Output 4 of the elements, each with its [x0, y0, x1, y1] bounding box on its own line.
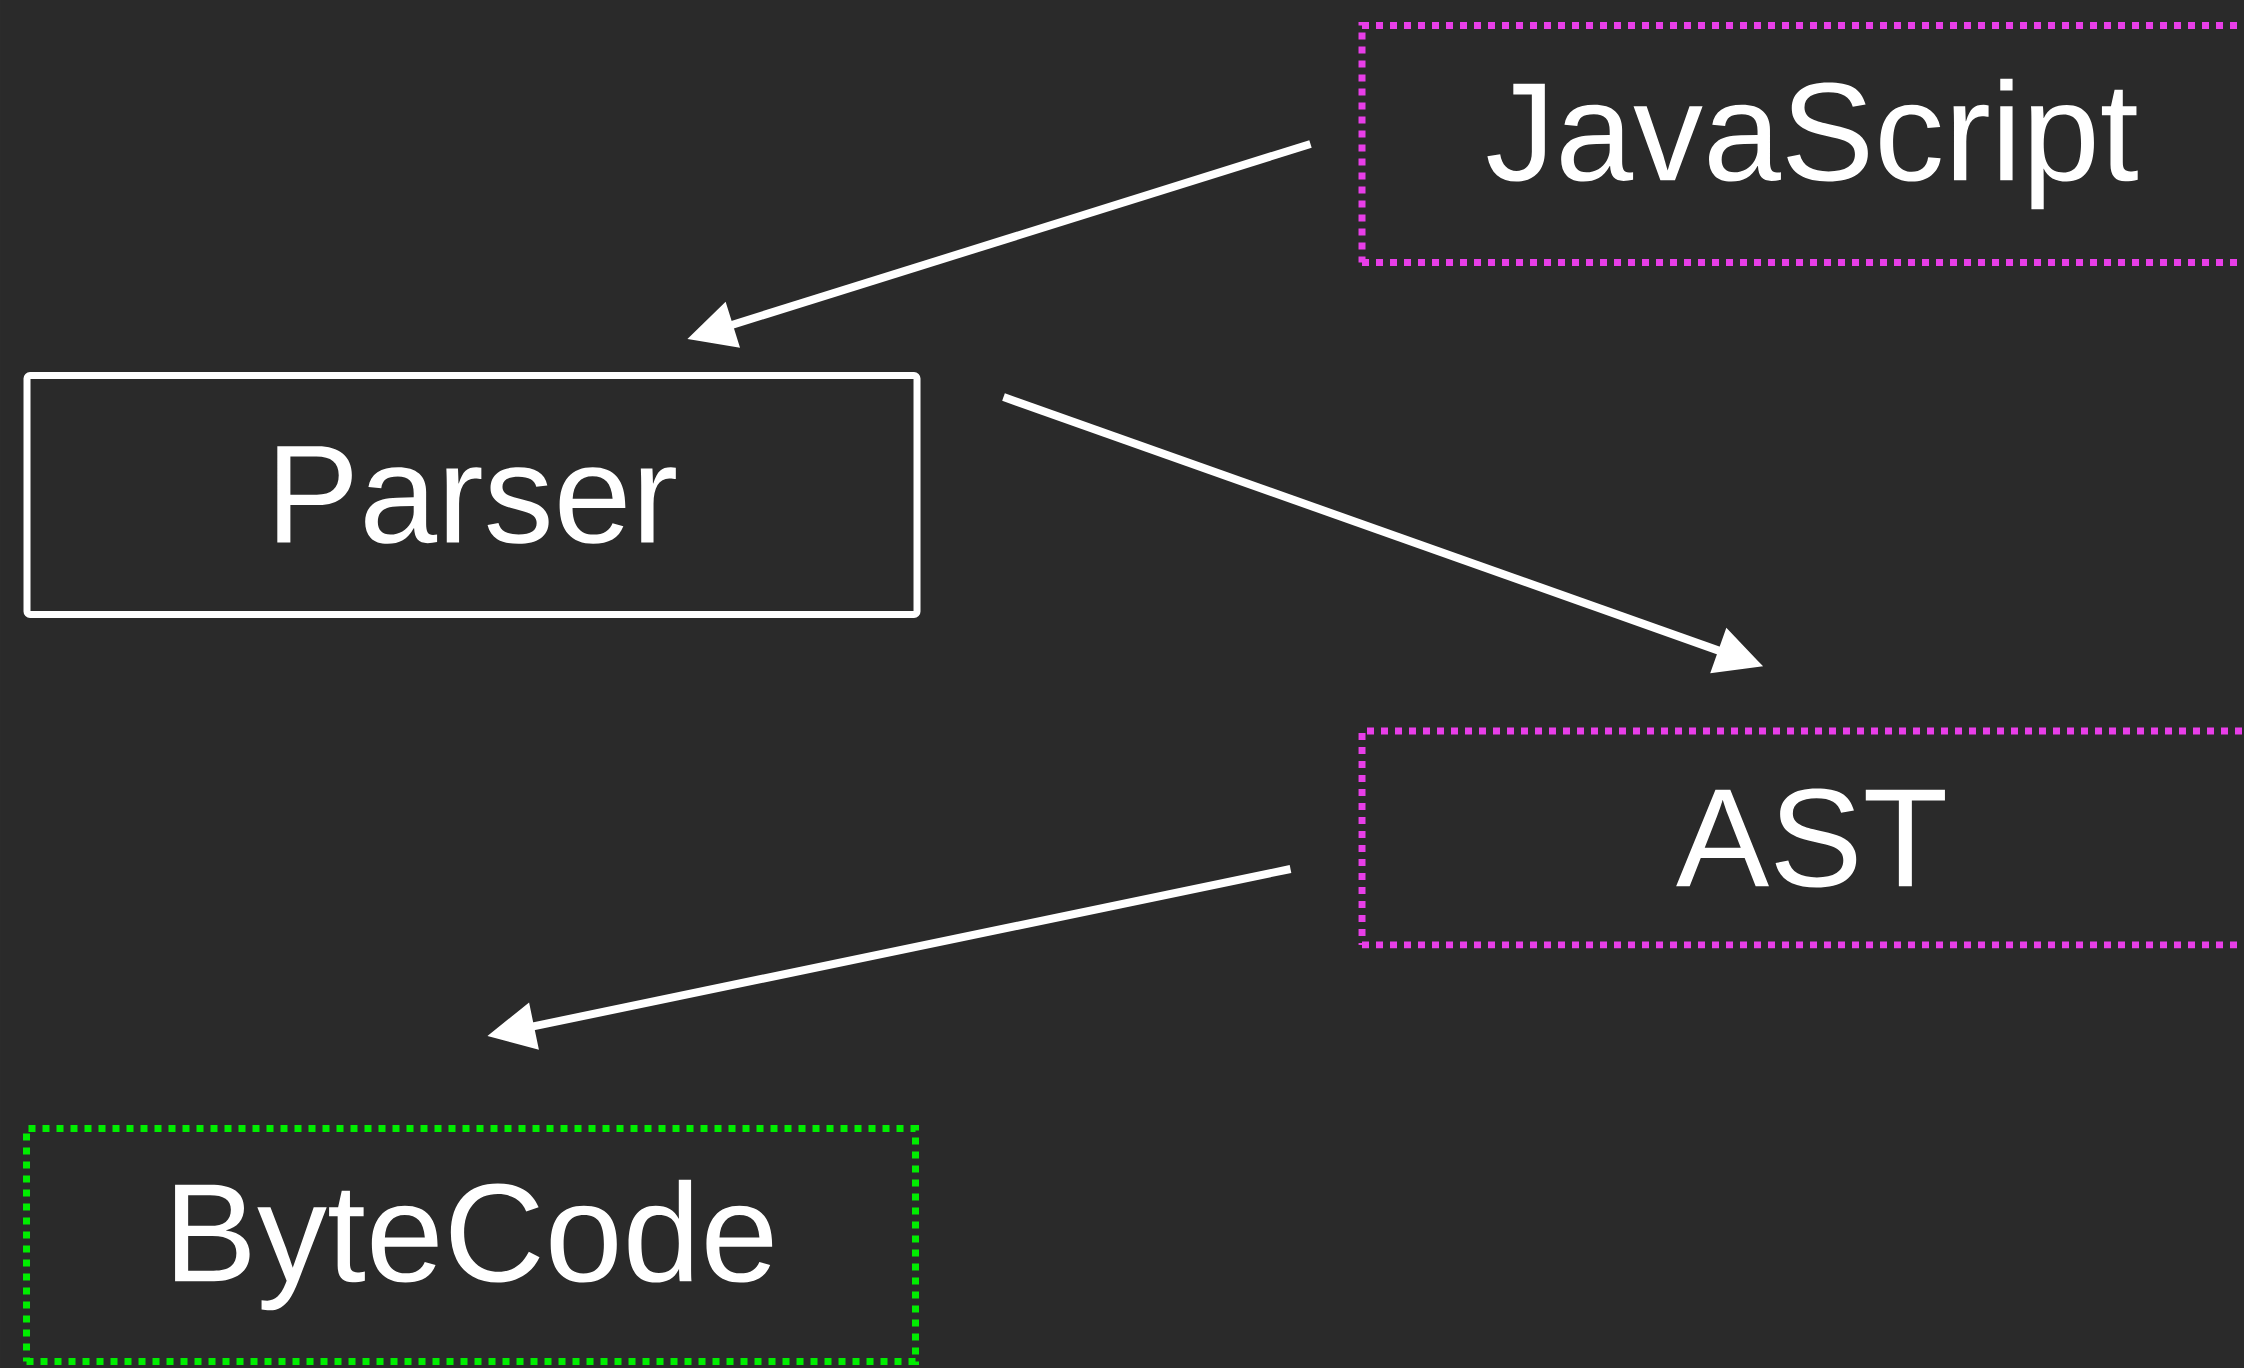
- dotted-box: JavaScript: [1358, 22, 2244, 266]
- dotted-box: ByteCode: [23, 1125, 919, 1365]
- dotted-box: AST: [1358, 727, 2244, 949]
- process-box: Parser: [23, 372, 921, 618]
